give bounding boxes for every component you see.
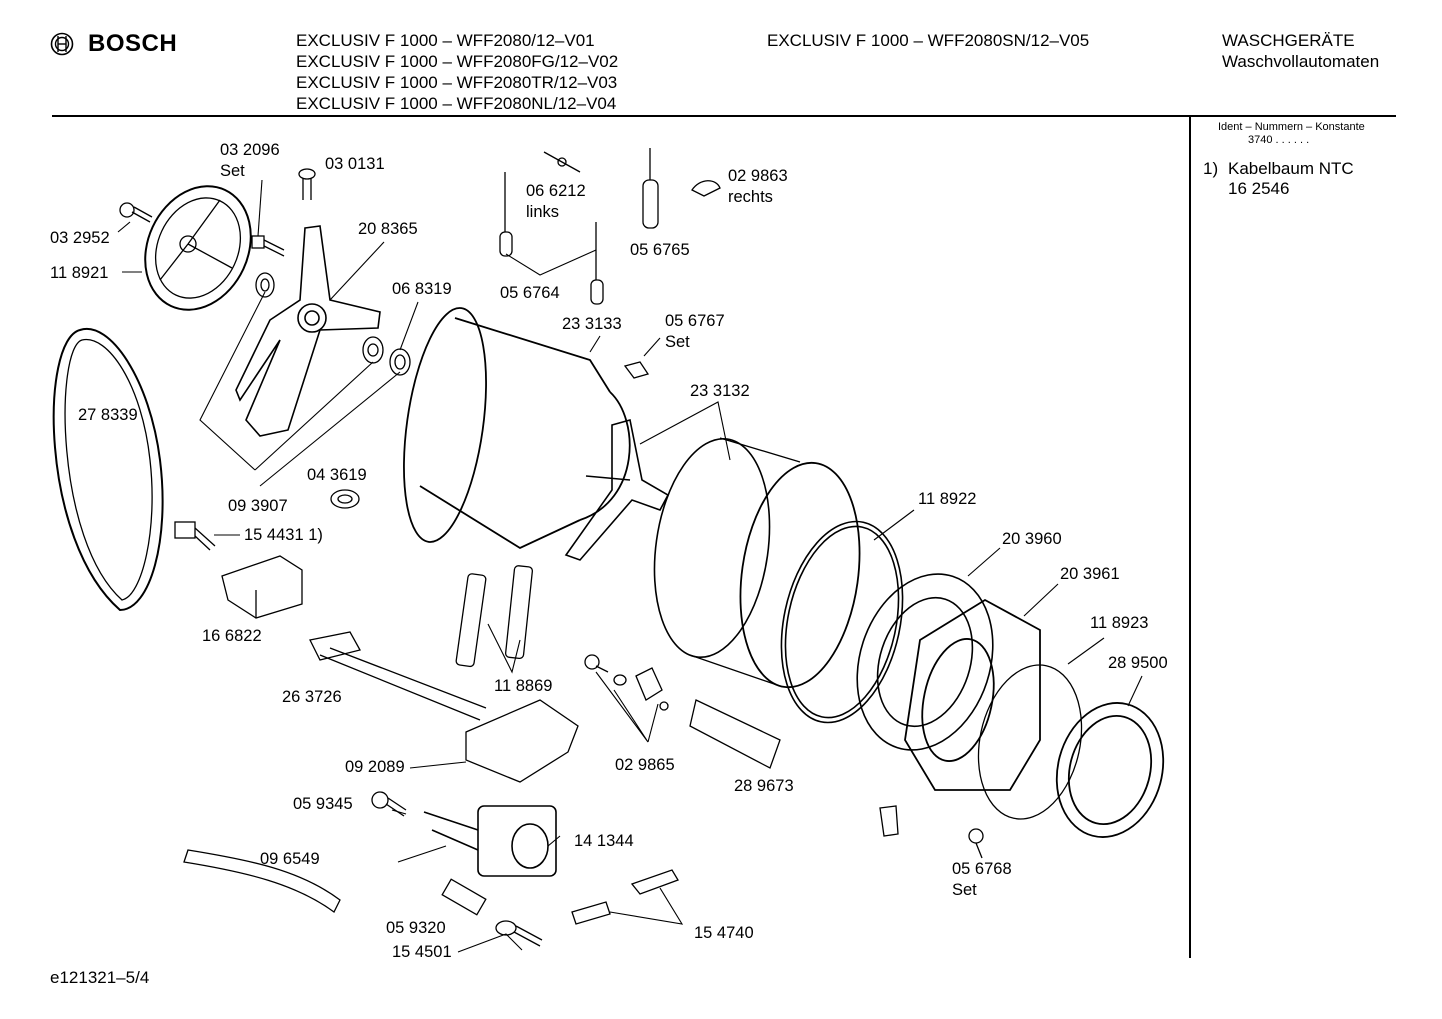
label-066212: 06 6212: [526, 182, 586, 200]
label-118923: 11 8923: [1090, 614, 1149, 632]
document-id: e121321–5/4: [50, 968, 150, 987]
screw-032952: [119, 202, 153, 223]
label-092089: 09 2089: [345, 758, 405, 776]
clip-right: [879, 805, 899, 837]
label-233132: 23 3132: [690, 382, 750, 400]
label-289673: 28 9673: [734, 777, 794, 795]
drive-belt-278339: [52, 327, 164, 612]
label-056767: 05 6767: [665, 312, 725, 330]
label-056764: 05 6764: [500, 284, 560, 302]
heater-263726: [309, 631, 487, 721]
label-154501: 15 4501: [392, 943, 452, 961]
seal-068319: [389, 348, 411, 376]
label-029865: 02 9865: [615, 756, 675, 774]
label-029863: 02 9863: [728, 167, 788, 185]
label-208365: 20 8365: [358, 220, 418, 238]
spring-056764-right: [590, 222, 604, 305]
label-154740: 15 4740: [694, 924, 754, 942]
label-093907: 09 3907: [228, 497, 288, 515]
cable-096549: [183, 849, 341, 913]
plate-092089: [465, 699, 579, 783]
box-166822: [221, 555, 303, 619]
label-096549: 09 6549: [260, 850, 320, 868]
clip-029863: [691, 180, 721, 197]
label-059320: 05 9320: [386, 919, 446, 937]
label-203960: 20 3960: [1002, 530, 1062, 548]
shock-absorber-118869-left: [455, 573, 487, 668]
label-066212-note: links: [526, 203, 560, 221]
label-056768-set: Set: [952, 881, 977, 899]
tub-bracket-056767: [623, 361, 650, 379]
spring-056765: [642, 148, 659, 229]
front-ring-203960: [856, 573, 994, 751]
tube-289673: [689, 699, 781, 769]
screw-056768: [968, 828, 984, 859]
label-030131: 03 0131: [325, 155, 385, 173]
label-118921: 11 8921: [50, 264, 109, 282]
bolt-029865: [584, 654, 669, 711]
label-118922: 11 8922: [918, 490, 977, 508]
brush-154740-lower: [571, 901, 611, 925]
label-141344: 14 1344: [574, 832, 634, 850]
brush-154740-upper: [630, 869, 679, 895]
label-154431: 15 4431 1): [244, 526, 323, 544]
model-line-2: EXCLUSIV F 1000 – WFF2080FG/12–V02: [296, 52, 619, 71]
bearing-right: [362, 336, 384, 364]
label-032096-set: Set: [220, 162, 245, 180]
label-029863-note: rechts: [728, 188, 773, 206]
clamp-ring-118923: [977, 664, 1083, 820]
label-263726: 26 3726: [282, 688, 342, 706]
tub-rear-233133: [403, 307, 631, 550]
note-number: 1): [1203, 159, 1219, 178]
category-subtitle: Waschvollautomaten: [1222, 52, 1380, 71]
note-text: Kabelbaum NTC: [1228, 159, 1354, 178]
model-line-3: EXCLUSIV F 1000 – WFF2080TR/12–V03: [296, 73, 618, 92]
clip-066212: [543, 151, 581, 173]
bosch-armature-logo-icon: [50, 32, 74, 56]
label-032952: 03 2952: [50, 229, 110, 247]
brand-name: BOSCH: [88, 30, 178, 57]
label-289500: 28 9500: [1108, 654, 1168, 672]
spring-056764-left: [499, 172, 513, 257]
screw-059345: [371, 791, 407, 817]
bolt-154501: [495, 920, 543, 947]
label-203961: 20 3961: [1060, 565, 1120, 583]
label-032096: 03 2096: [220, 141, 280, 159]
label-056767-set: Set: [665, 333, 690, 351]
label-056765: 05 6765: [630, 241, 690, 259]
note-part-number: 16 2546: [1228, 179, 1290, 198]
label-056768: 05 6768: [952, 860, 1012, 878]
grommet-043619: [330, 489, 360, 509]
label-166822: 16 6822: [202, 627, 262, 645]
model-line-4: EXCLUSIV F 1000 – WFF2080NL/12–V04: [296, 94, 617, 113]
ident-title: Ident – Nummern – Konstante: [1218, 121, 1365, 133]
gasket-ring-118922: [780, 520, 904, 724]
model-line-1: EXCLUSIV F 1000 – WFF2080/12–V01: [296, 31, 595, 50]
sensor-154431: [174, 521, 216, 551]
pin-059320: [441, 878, 487, 916]
leader-lines: [117, 179, 1143, 953]
pulley-part: [144, 185, 252, 311]
ident-values: 3740 . . . . . .: [1248, 134, 1310, 146]
label-118869: 11 8869: [494, 677, 553, 695]
motor-141344: [423, 805, 557, 877]
drum-spider-233132: [564, 418, 670, 561]
screw-030131: [298, 168, 316, 200]
shock-absorber-118869-right: [504, 565, 534, 660]
bolt-032096: [251, 235, 285, 257]
label-059345: 05 9345: [293, 795, 353, 813]
label-043619: 04 3619: [307, 466, 367, 484]
flange-cross-208365: [235, 225, 381, 437]
brand-logo: BOSCH: [50, 30, 177, 58]
label-068319: 06 8319: [392, 280, 452, 298]
bearing-left: [255, 272, 275, 298]
tub-front-203961: [904, 598, 1041, 791]
label-233133: 23 3133: [562, 315, 622, 333]
drum-cylinder: [653, 437, 861, 689]
door-seal-289500: [1055, 702, 1165, 838]
label-278339: 27 8339: [78, 406, 138, 424]
category-title: WASCHGERÄTE: [1222, 31, 1355, 50]
model-line-right: EXCLUSIV F 1000 – WFF2080SN/12–V05: [767, 31, 1090, 50]
